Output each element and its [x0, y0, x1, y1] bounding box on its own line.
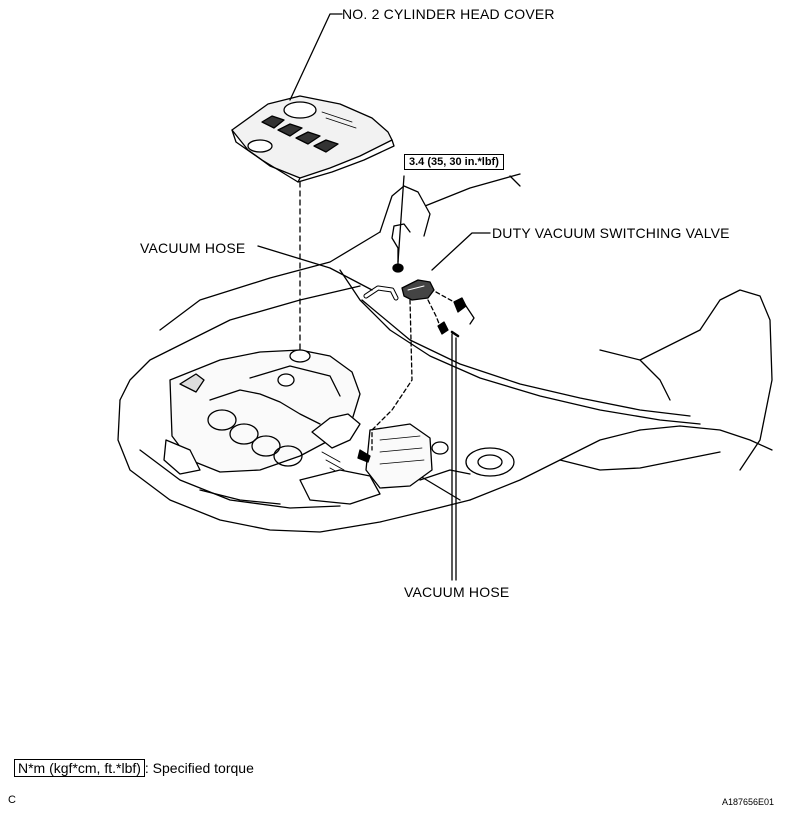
legend-description: : Specified torque: [144, 760, 254, 776]
cover-leader-line: [289, 13, 343, 101]
torque-legend: N*m (kgf*cm, ft.*lbf): Specified torque: [14, 759, 254, 777]
duty-vsv-label: DUTY VACUUM SWITCHING VALVE: [492, 225, 730, 241]
cylinder-head-cover-illustration: [231, 95, 395, 183]
vsv-install-guides: [371, 291, 455, 451]
vacuum-hose-left-illustration: [363, 285, 399, 301]
footer-right-code: A187656E01: [722, 797, 775, 807]
torque-leader-line: [397, 175, 405, 263]
vacuum-hose-bottom-label: VACUUM HOSE: [404, 584, 510, 600]
legend-unit-box: N*m (kgf*cm, ft.*lbf): [14, 759, 145, 777]
torque-spec-box: 3.4 (35, 30 in.*lbf): [404, 154, 504, 170]
vehicle-body-outline: [117, 173, 773, 533]
vacuum-hose-left-leader: [257, 245, 373, 291]
engine-illustration: [163, 349, 515, 505]
vacuum-hose-bottom-illustration: [451, 333, 457, 581]
footer-left-code: C: [8, 794, 16, 806]
cylinder-head-cover-label: NO. 2 CYLINDER HEAD COVER: [342, 6, 555, 22]
vsv-leader-line: [431, 232, 491, 271]
vacuum-hose-left-label: VACUUM HOSE: [140, 240, 246, 256]
torque-box-arrow: [509, 175, 521, 187]
vsv-illustration: [391, 223, 475, 338]
